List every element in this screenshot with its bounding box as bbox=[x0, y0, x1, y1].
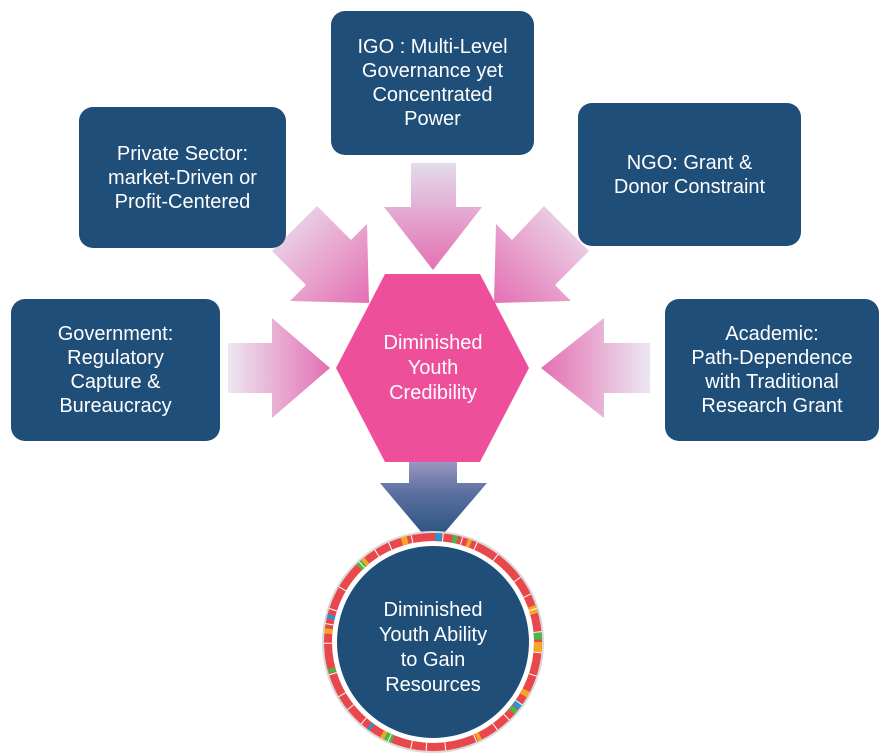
sdg-wheel-icon bbox=[322, 531, 544, 753]
arrow-outcome bbox=[380, 440, 487, 546]
center-hexagon bbox=[336, 274, 529, 462]
arrow-ngo bbox=[494, 206, 589, 303]
government-box: Government: Regulatory Capture & Bureauc… bbox=[11, 299, 220, 441]
arrow-government bbox=[228, 318, 330, 418]
igo-box: IGO : Multi-Level Governance yet Concent… bbox=[331, 11, 534, 155]
academic-box: Academic: Path-Dependence with Tradition… bbox=[665, 299, 879, 441]
arrow-private bbox=[272, 206, 369, 303]
private-sector-box: Private Sector: market-Driven or Profit-… bbox=[79, 107, 286, 248]
arrow-academic bbox=[541, 318, 650, 418]
ngo-box: NGO: Grant & Donor Constraint bbox=[578, 103, 801, 246]
outcome-label: Diminished Youth Ability to Gain Resourc… bbox=[378, 599, 488, 696]
arrow-igo bbox=[384, 163, 482, 270]
center-label: Diminished Youth Credibility bbox=[383, 331, 483, 404]
